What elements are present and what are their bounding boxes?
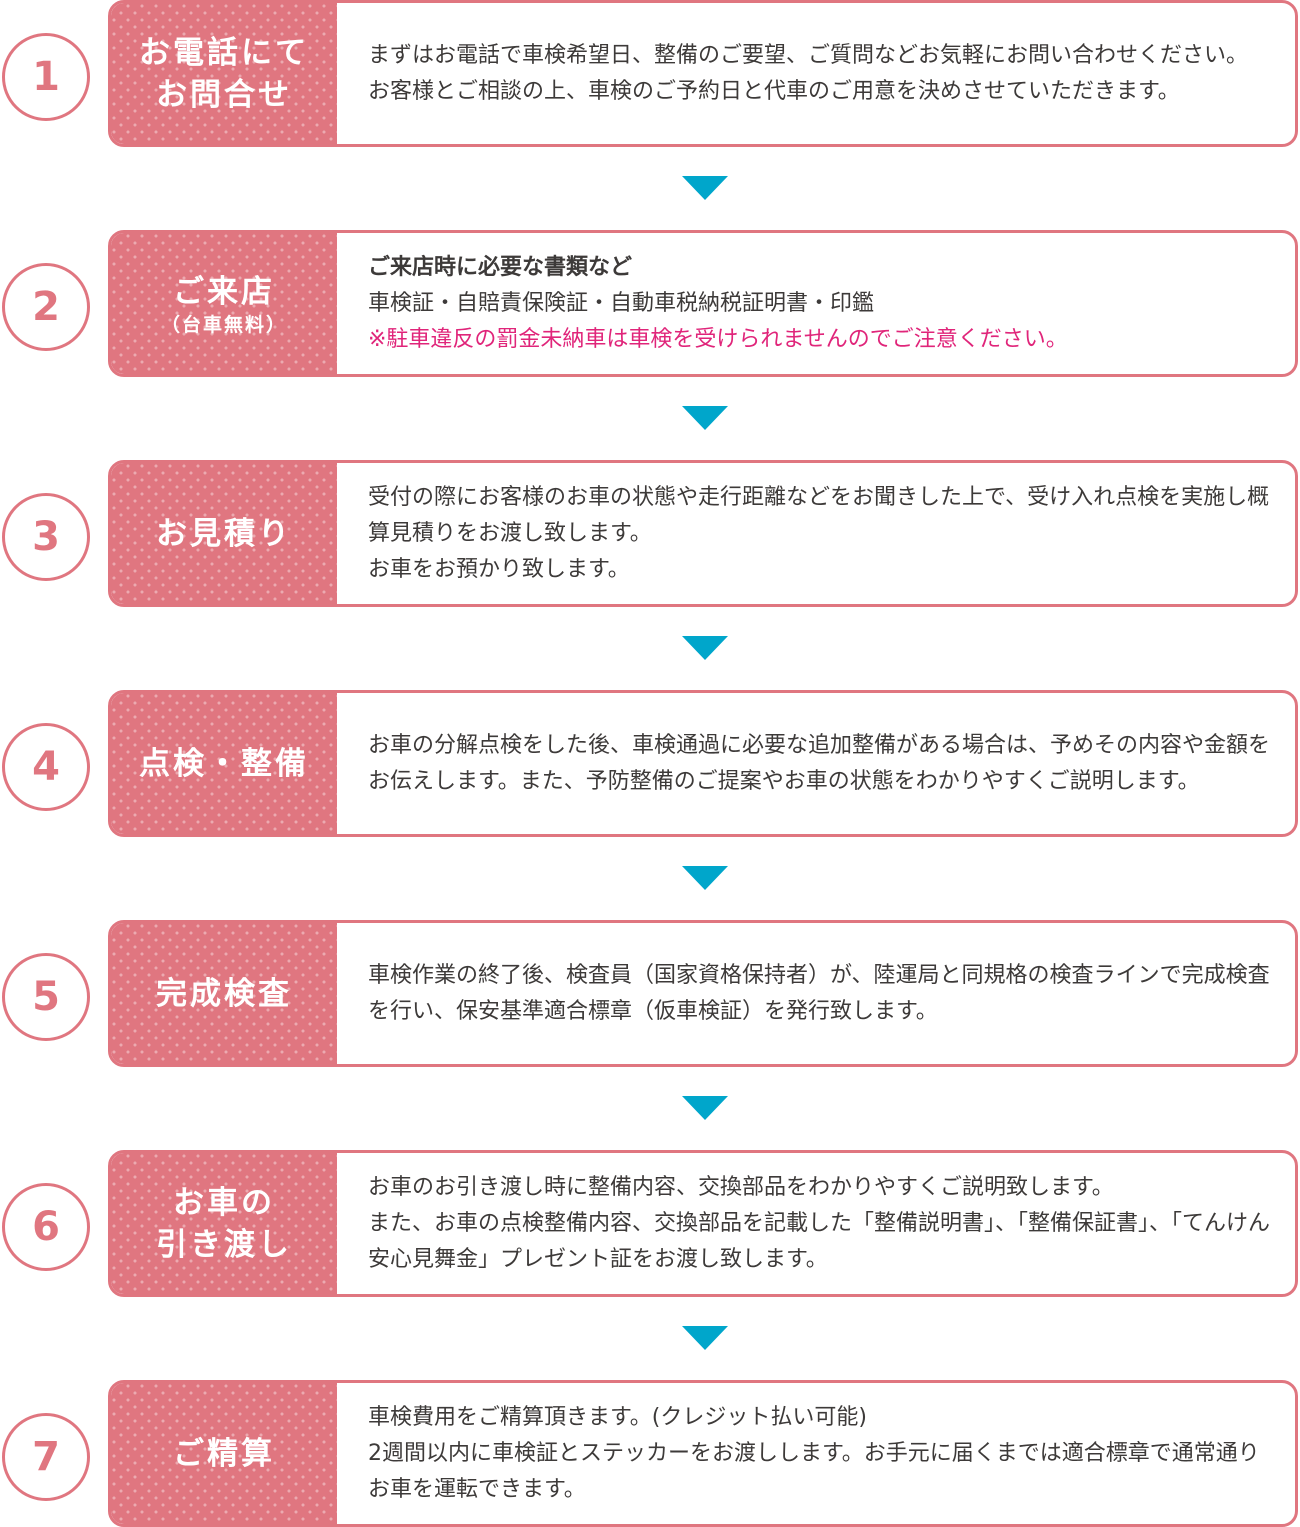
step-description: 車検費用をご精算頂きます。(クレジット払い可能) 2週間以内に車検証とステッカー… [368,1383,1271,1524]
description-line: 車検費用をご精算頂きます。(クレジット払い可能) [368,1404,867,1430]
step-number-circle: 6 [2,1183,90,1271]
step-7: 7 ご精算 車検費用をご精算頂きます。(クレジット払い可能) 2週間以内に車検証… [0,1380,1300,1527]
description-line: 車検作業の終了後、検査員（国家資格保持者）が、陸運局と同規格の検査ラインで完成検… [368,962,1270,1024]
step-6: 6 お車の 引き渡し お車のお引き渡し時に整備内容、交換部品をわかりやすくご説明… [0,1150,1300,1297]
step-title: お電話にて お問合せ [139,34,309,113]
description-line: まずはお電話で車検希望日、整備のご要望、ご質問などお気軽にお問い合わせください。 [368,42,1249,68]
description-line: お客様とご相談の上、車検のご予約日と代車のご用意を決めさせていただきます。 [368,78,1180,104]
step-label-panel: 完成検査 [111,923,337,1064]
step-number-circle: 4 [2,723,90,811]
step-description: まずはお電話で車検希望日、整備のご要望、ご質問などお気軽にお問い合わせください。… [368,3,1271,144]
step-title: ご来店 [173,273,275,310]
step-card: 完成検査 車検作業の終了後、検査員（国家資格保持者）が、陸運局と同規格の検査ライ… [108,920,1298,1067]
step-description: 車検作業の終了後、検査員（国家資格保持者）が、陸運局と同規格の検査ラインで完成検… [368,923,1271,1064]
step-number-circle: 5 [2,953,90,1041]
step-3: 3 お見積り 受付の際にお客様のお車の状態や走行距離などをお聞きした上で、受け入… [0,460,1300,607]
step-card: お見積り 受付の際にお客様のお車の状態や走行距離などをお聞きした上で、受け入れ点… [108,460,1298,607]
step-description: 受付の際にお客様のお車の状態や走行距離などをお聞きした上で、受け入れ点検を実施し… [368,463,1271,604]
step-4: 4 点検・整備 お車の分解点検をした後、車検通過に必要な追加整備がある場合は、予… [0,690,1300,837]
step-description: ご来店時に必要な書類など 車検証・自賠責保険証・自動車税納税証明書・印鑑 ※駐車… [368,233,1271,374]
description-line: また、お車の点検整備内容、交換部品を記載した「整備説明書」、「整備保証書」、「て… [368,1210,1271,1272]
step-label-panel: ご精算 [111,1383,337,1524]
warning-note: ※駐車違反の罰金未納車は車検を受けられませんのでご注意ください。 [368,326,1068,352]
description-line: お車をお預かり致します。 [368,556,630,582]
description-line: 車検証・自賠責保険証・自動車税納税証明書・印鑑 [368,290,875,316]
description-line: 2週間以内に車検証とステッカーをお渡しします。お手元に届くまでは適合標章で通常通… [368,1440,1260,1502]
step-title: お見積り [156,515,292,552]
step-card: ご精算 車検費用をご精算頂きます。(クレジット払い可能) 2週間以内に車検証とス… [108,1380,1298,1527]
step-card: お電話にて お問合せ まずはお電話で車検希望日、整備のご要望、ご質問などお気軽に… [108,0,1298,147]
step-1: 1 お電話にて お問合せ まずはお電話で車検希望日、整備のご要望、ご質問などお気… [0,0,1300,147]
step-description: お車のお引き渡し時に整備内容、交換部品をわかりやすくご説明致します。 また、お車… [368,1153,1271,1294]
triangle-down-icon [682,176,728,200]
step-label-panel: 点検・整備 [111,693,337,834]
step-card: 点検・整備 お車の分解点検をした後、車検通過に必要な追加整備がある場合は、予めそ… [108,690,1298,837]
description-line: お車のお引き渡し時に整備内容、交換部品をわかりやすくご説明致します。 [368,1174,1114,1200]
triangle-down-icon [682,866,728,890]
triangle-down-icon [682,406,728,430]
triangle-down-icon [682,1096,728,1120]
step-title: 完成検査 [156,975,292,1012]
step-5: 5 完成検査 車検作業の終了後、検査員（国家資格保持者）が、陸運局と同規格の検査… [0,920,1300,1067]
step-title: 点検・整備 [139,745,309,782]
description-line: 受付の際にお客様のお車の状態や走行距離などをお聞きした上で、受け入れ点検を実施し… [368,484,1270,546]
triangle-down-icon [682,1326,728,1350]
step-description: お車の分解点検をした後、車検通過に必要な追加整備がある場合は、予めその内容や金額… [368,693,1271,834]
description-line: お車の分解点検をした後、車検通過に必要な追加整備がある場合は、予めその内容や金額… [368,732,1271,794]
step-number-circle: 3 [2,493,90,581]
step-subtitle: （台車無料） [160,313,287,336]
step-label-panel: お電話にて お問合せ [111,3,337,144]
description-heading: ご来店時に必要な書類など [368,254,633,280]
step-number-circle: 2 [2,263,90,351]
step-number-circle: 1 [2,33,90,121]
step-number-circle: 7 [2,1413,90,1501]
triangle-down-icon [682,636,728,660]
step-label-panel: お見積り [111,463,337,604]
step-card: お車の 引き渡し お車のお引き渡し時に整備内容、交換部品をわかりやすくご説明致し… [108,1150,1298,1297]
step-label-panel: お車の 引き渡し [111,1153,337,1294]
step-title: ご精算 [173,1435,275,1472]
step-title: お車の 引き渡し [156,1184,292,1263]
step-2: 2 ご来店 （台車無料） ご来店時に必要な書類など 車検証・自賠責保険証・自動車… [0,230,1300,377]
step-label-panel: ご来店 （台車無料） [111,233,337,374]
step-card: ご来店 （台車無料） ご来店時に必要な書類など 車検証・自賠責保険証・自動車税納… [108,230,1298,377]
